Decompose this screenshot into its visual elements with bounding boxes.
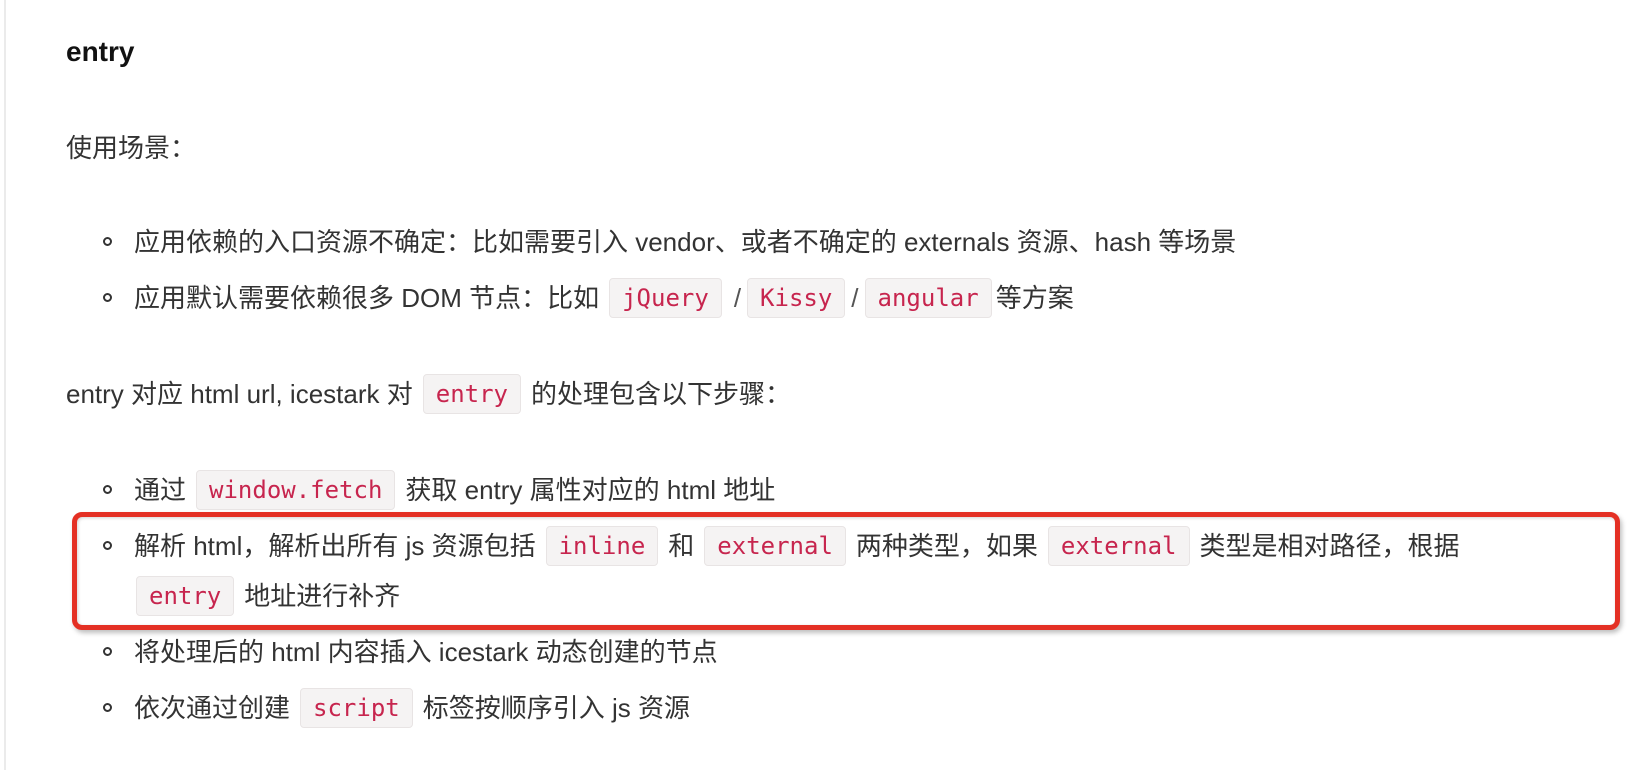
step-mid: 和	[668, 531, 695, 561]
inline-code-script: script	[300, 688, 413, 729]
step-mid: 两种类型，如果	[855, 531, 1038, 561]
hollow-bullet-icon	[103, 237, 112, 246]
inline-code-external: external	[704, 526, 846, 567]
list-item: 应用依赖的入口资源不确定：比如需要引入 vendor、或者不确定的 extern…	[66, 222, 1236, 278]
step-prefix: 通过	[134, 475, 187, 505]
list-item: 通过 window.fetch 获取 entry 属性对应的 html 地址	[66, 470, 1460, 526]
inline-code-inline: inline	[545, 526, 659, 567]
usage-item-prefix: 应用默认需要依赖很多 DOM 节点：比如	[134, 283, 600, 313]
step-text: 将处理后的 html 内容插入 icestark 动态创建的节点	[134, 637, 718, 667]
step-prefix: 依次通过创建	[134, 693, 291, 723]
step-mid: 类型是相对路径，根据	[1199, 531, 1460, 561]
inline-code-external: external	[1047, 526, 1190, 567]
step-suffix: 标签按顺序引入 js 资源	[422, 693, 690, 723]
usage-item-text: 应用依赖的入口资源不确定：比如需要引入 vendor、或者不确定的 extern…	[134, 227, 1237, 257]
steps-intro: entry 对应 html url, icestark 对 entry 的处理包含以…	[66, 374, 791, 416]
step-prefix: 解析 html，解析出所有 js 资源包括	[134, 531, 536, 561]
usage-list: 应用依赖的入口资源不确定：比如需要引入 vendor、或者不确定的 extern…	[66, 222, 1236, 334]
hollow-bullet-icon	[103, 293, 112, 302]
inline-code-angular: angular	[864, 278, 992, 319]
separator: /	[733, 283, 742, 313]
inline-code-window-fetch: window.fetch	[196, 470, 396, 511]
section-heading: entry	[66, 36, 135, 67]
steps-list: 通过 window.fetch 获取 entry 属性对应的 html 地址 解析 …	[66, 470, 1460, 744]
step-suffix: 地址进行补齐	[244, 581, 401, 612]
hollow-bullet-icon	[103, 703, 112, 712]
usage-item-suffix: 等方案	[995, 283, 1074, 313]
steps-intro-suffix: 的处理包含以下步骤：	[531, 379, 792, 409]
separator: /	[851, 283, 859, 313]
list-item: 将处理后的 html 内容插入 icestark 动态创建的节点	[66, 632, 1460, 688]
inline-code-kissy: Kissy	[747, 278, 846, 319]
left-border-rule	[4, 0, 6, 770]
hollow-bullet-icon	[103, 647, 112, 656]
inline-code-entry: entry	[422, 374, 521, 415]
inline-code-entry: entry	[136, 576, 235, 617]
usage-label: 使用场景：	[66, 133, 197, 163]
step-suffix: 获取 entry 属性对应的 html 地址	[405, 475, 776, 505]
wrapped-line: entry 地址进行补齐	[134, 576, 1460, 618]
hollow-bullet-icon	[103, 485, 112, 494]
list-item: 依次通过创建 script 标签按顺序引入 js 资源	[66, 688, 1460, 744]
hollow-bullet-icon	[103, 541, 112, 550]
steps-intro-prefix: entry 对应 html url, icestark 对	[66, 379, 413, 409]
list-item-highlighted: 解析 html，解析出所有 js 资源包括 inline 和 external 两种类型…	[66, 526, 1460, 632]
inline-code-jquery: jQuery	[609, 278, 722, 319]
